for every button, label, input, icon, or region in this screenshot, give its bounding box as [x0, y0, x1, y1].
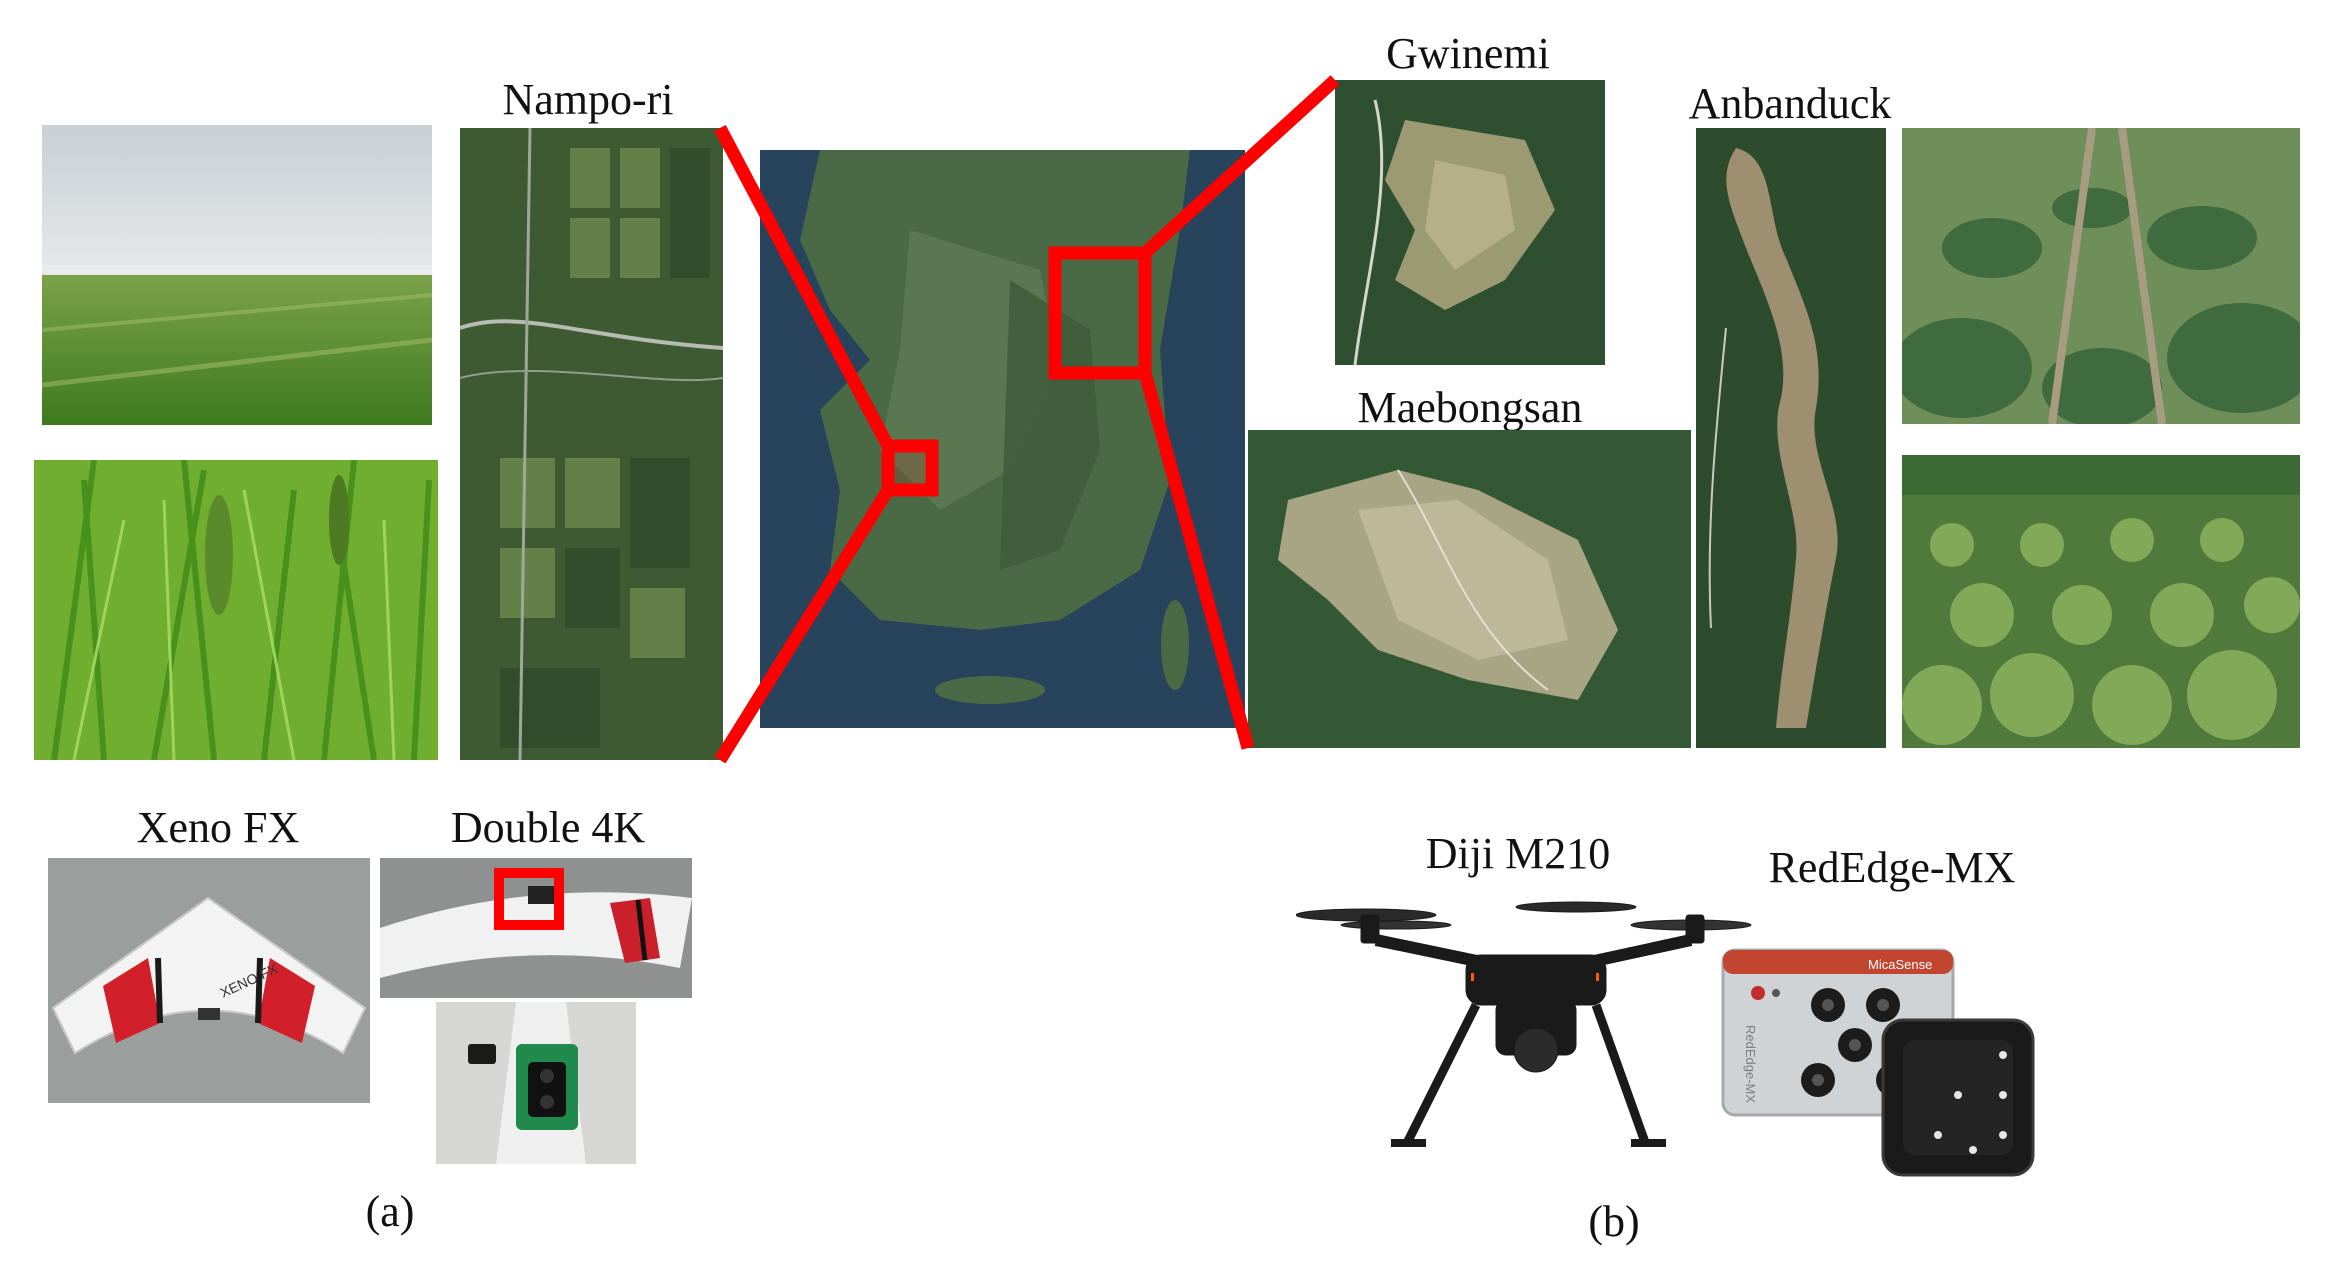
caption-a: (a)	[365, 1187, 415, 1236]
wheat-closeup-photo	[34, 460, 438, 760]
label-gwinemi: Gwinemi	[1386, 29, 1550, 78]
gwinemi-satellite	[1335, 80, 1605, 365]
xeno-fx-photo: XENO FX	[48, 858, 370, 1103]
label-xeno-fx: Xeno FX	[136, 803, 300, 852]
wheat-field-photo	[42, 125, 432, 425]
label-double-4k: Double 4K	[450, 803, 646, 852]
double-4k-wing-photo	[380, 858, 692, 998]
diji-m210-drone	[1296, 901, 1752, 1148]
label-rededge-mx: RedEdge-MX	[1768, 843, 2016, 892]
label-diji-m210: Diji M210	[1425, 829, 1611, 878]
maebongsan-satellite	[1248, 430, 1691, 748]
label-anbanduck: Anbanduck	[1688, 79, 1892, 128]
korea-satellite-map	[760, 150, 1245, 728]
double-4k-highlight-box	[494, 868, 564, 930]
label-maebongsan: Maebongsan	[1357, 383, 1583, 432]
anbanduck-satellite	[1696, 128, 1886, 748]
cabbage-field-photo-bottom	[1902, 455, 2300, 748]
camera-brand-text: MicaSense	[1868, 957, 1932, 972]
label-nampo-ri: Nampo-ri	[502, 75, 674, 124]
nampo-ri-satellite	[460, 128, 723, 760]
caption-b: (b)	[1588, 1197, 1640, 1246]
camera-model-text: RedEdge-MX	[1743, 1025, 1758, 1103]
rededge-mx-camera: MicaSense RedEdge-MX	[1721, 948, 2035, 1177]
cabbage-field-photo-top	[1902, 128, 2300, 424]
double-4k-camera-photo	[436, 1002, 636, 1164]
